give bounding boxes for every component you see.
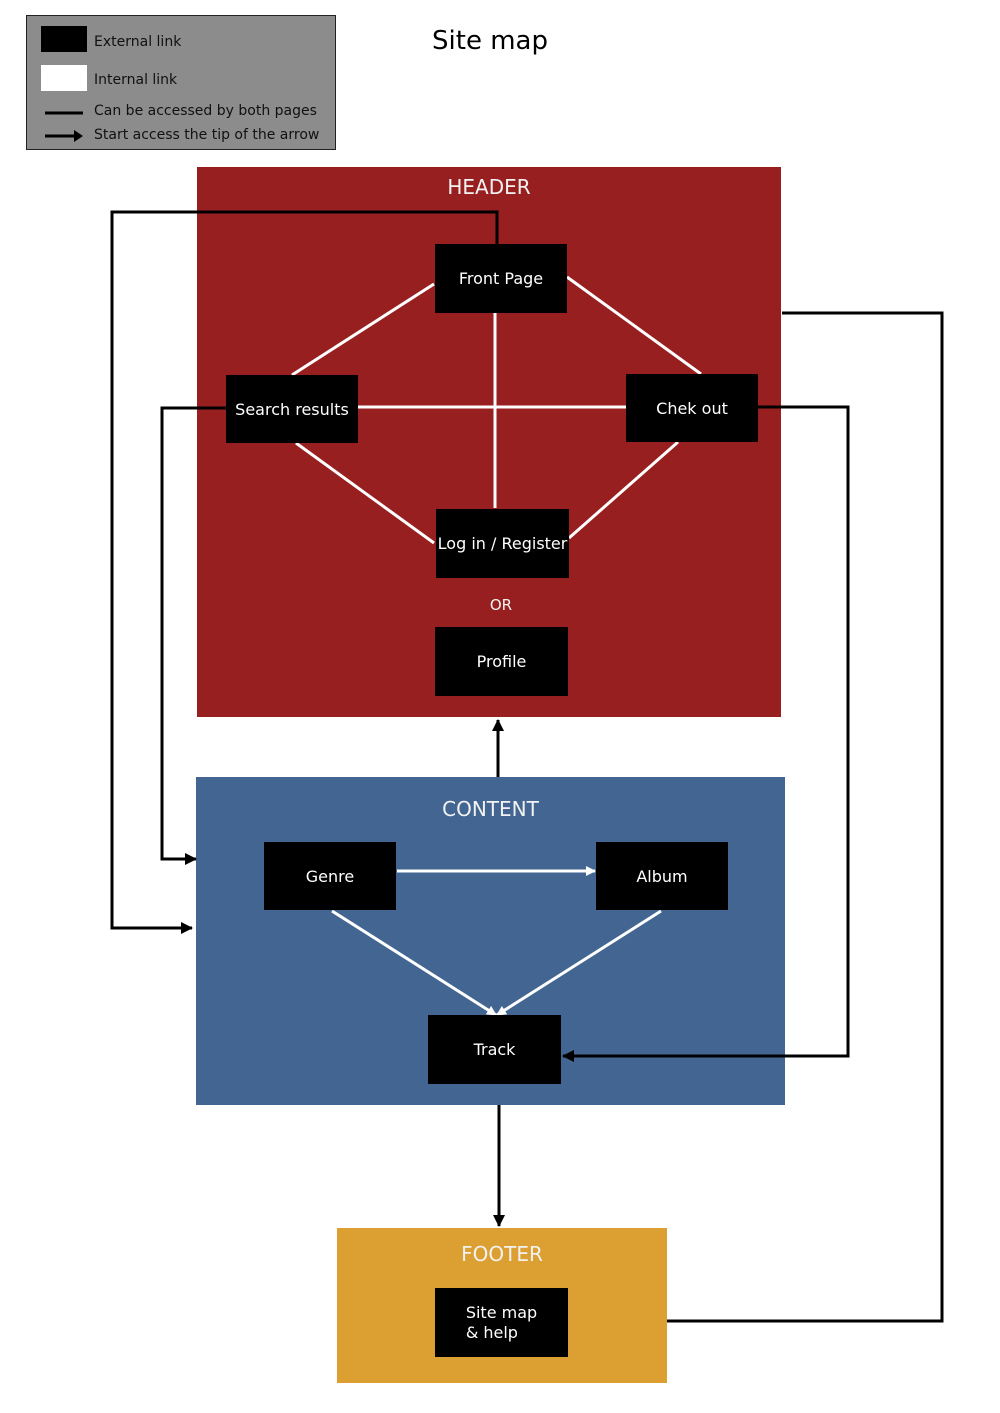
internal-link-front-search [291,282,435,377]
legend-external-label: External link [94,34,182,50]
legend-internal-label: Internal link [94,72,178,88]
legend-line-symbols [45,111,83,142]
internal-link-front-checkout [566,275,702,376]
node-album: Album [596,842,728,910]
page-title: Site map [432,26,548,56]
node-site-map-help-label: Site map & help [465,1302,538,1342]
external-link-footer-header [667,311,944,1323]
legend-external-swatch [41,26,87,52]
external-link-front-content [110,210,499,934]
node-profile: Profile [435,627,568,696]
node-front-page: Front Page [435,244,567,313]
legend-both-pages-label: Can be accessed by both pages [94,103,317,119]
legend-arrow-head [74,130,83,142]
node-login-register: Log in / Register [436,509,569,578]
node-check-out: Chek out [626,374,758,442]
node-search-results: Search results [226,375,358,443]
legend-internal-swatch [41,65,87,91]
external-link-checkout-track [562,405,850,1062]
content-section-title: CONTENT [442,797,539,821]
external-link-search-content [160,406,226,865]
or-label: OR [489,596,513,614]
internal-link-search-login [295,441,435,545]
legend: External link Internal link Can be acces… [26,15,336,150]
node-site-map-help: Site map & help [435,1288,568,1357]
node-track: Track [428,1015,561,1084]
legend-arrow-label: Start access the tip of the arrow [94,127,320,143]
internal-link-genre-track [331,909,497,1017]
footer-section-title: FOOTER [461,1242,543,1266]
header-section-title: HEADER [447,175,531,199]
internal-link-checkout-login [568,440,679,540]
internal-link-album-track [496,909,662,1017]
node-genre: Genre [264,842,396,910]
